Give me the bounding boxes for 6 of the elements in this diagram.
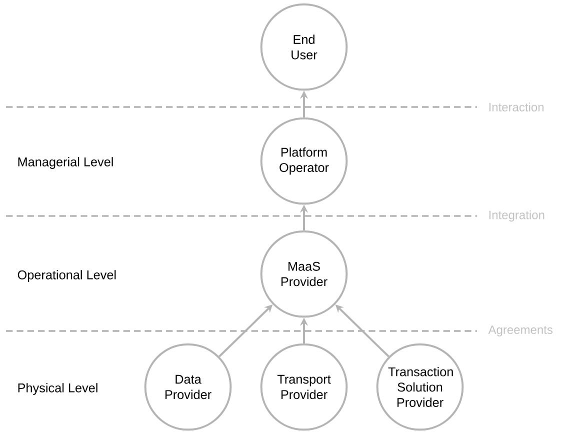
level-label: Physical Level [18, 383, 98, 395]
stage-label: Agreements [488, 326, 552, 336]
level-label: Managerial Level [18, 157, 113, 169]
stage-label: Interaction [489, 102, 544, 112]
level-label: Operational Level [18, 270, 116, 282]
stage-label: Integration [489, 210, 544, 222]
